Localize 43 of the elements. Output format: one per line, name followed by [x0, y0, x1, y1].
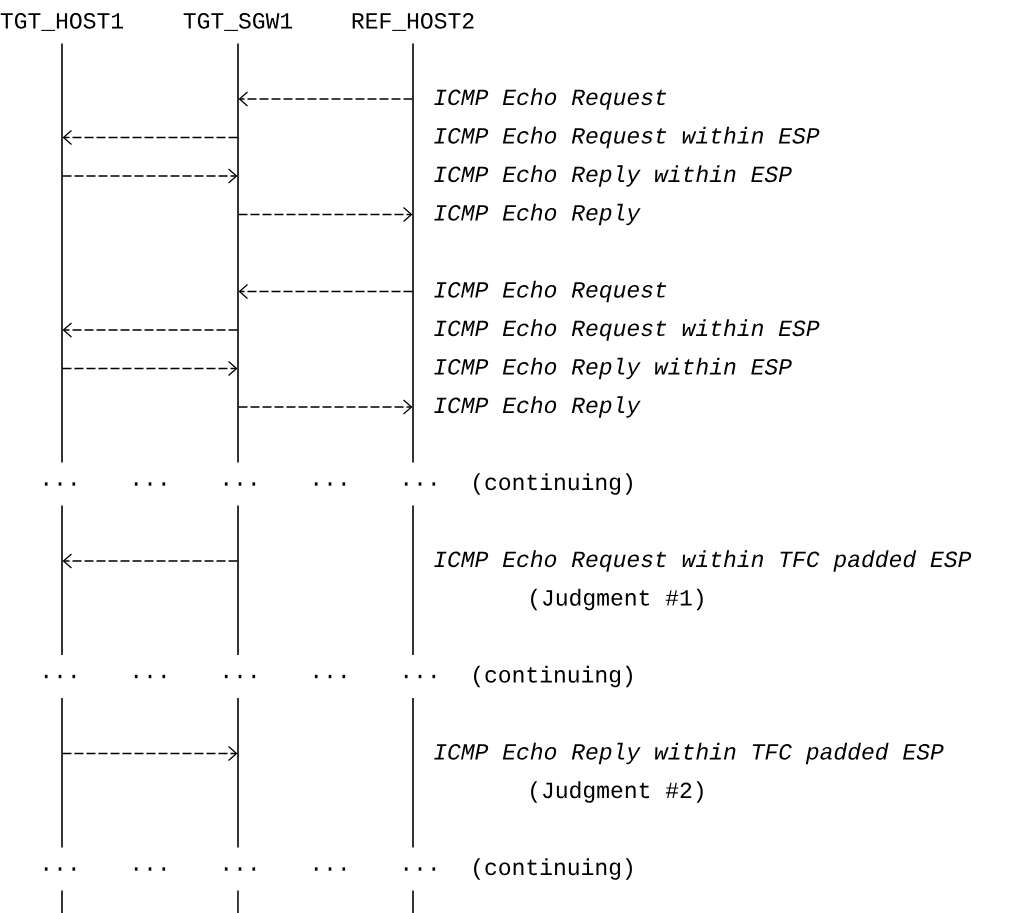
note-text: (continuing)	[474, 473, 632, 495]
participant-label: TGT_HOST1	[0, 13, 123, 31]
arrow	[62, 553, 239, 569]
ellipsis: ...	[134, 482, 166, 486]
message-label: ICMP Echo Request within ESP	[434, 126, 820, 149]
ellipsis: ...	[314, 674, 346, 679]
ellipsis: ...	[404, 867, 436, 871]
message-label: ICMP Echo Request within TFC padded ESP	[434, 550, 972, 572]
arrow	[237, 206, 413, 223]
ellipsis: ...	[404, 674, 436, 679]
message-label: ICMP Echo Reply within ESP	[434, 165, 792, 187]
participant-label: REF_HOST2	[352, 13, 474, 31]
arrow	[62, 322, 239, 338]
ellipsis: ...	[44, 867, 76, 871]
ellipsis: ...	[314, 482, 346, 486]
ellipsis: ...	[314, 867, 346, 871]
ellipsis: ...	[224, 482, 256, 486]
note-text: (continuing)	[474, 665, 632, 688]
ellipsis: ...	[224, 674, 256, 679]
arrow	[61, 168, 238, 184]
ellipsis: ...	[44, 482, 76, 486]
arrow	[237, 399, 413, 415]
ellipsis: ...	[224, 867, 256, 871]
ellipsis: ...	[134, 867, 166, 871]
message-label: ICMP Echo Reply	[434, 396, 641, 418]
message-label: ICMP Echo Request	[434, 88, 667, 110]
message-label: ICMP Echo Reply within TFC padded ESP	[434, 742, 944, 765]
ellipsis: ...	[44, 674, 76, 679]
note-text: (continuing)	[474, 858, 632, 880]
ellipsis: ...	[134, 674, 166, 679]
message-label: ICMP Echo Request	[434, 280, 667, 303]
message-label: ICMP Echo Reply	[434, 203, 641, 226]
arrow	[238, 283, 414, 300]
arrow	[62, 129, 239, 146]
arrow	[61, 745, 238, 762]
ellipsis: ...	[404, 482, 436, 486]
note-text: (Judgment #1)	[531, 588, 703, 611]
message-label: ICMP Echo Reply within ESP	[434, 357, 792, 380]
participant-label: TGT_SGW1	[183, 13, 293, 31]
arrow	[238, 91, 414, 107]
arrow	[61, 360, 238, 377]
note-text: (Judgment #2)	[531, 781, 703, 803]
message-label: ICMP Echo Request within ESP	[434, 319, 820, 341]
